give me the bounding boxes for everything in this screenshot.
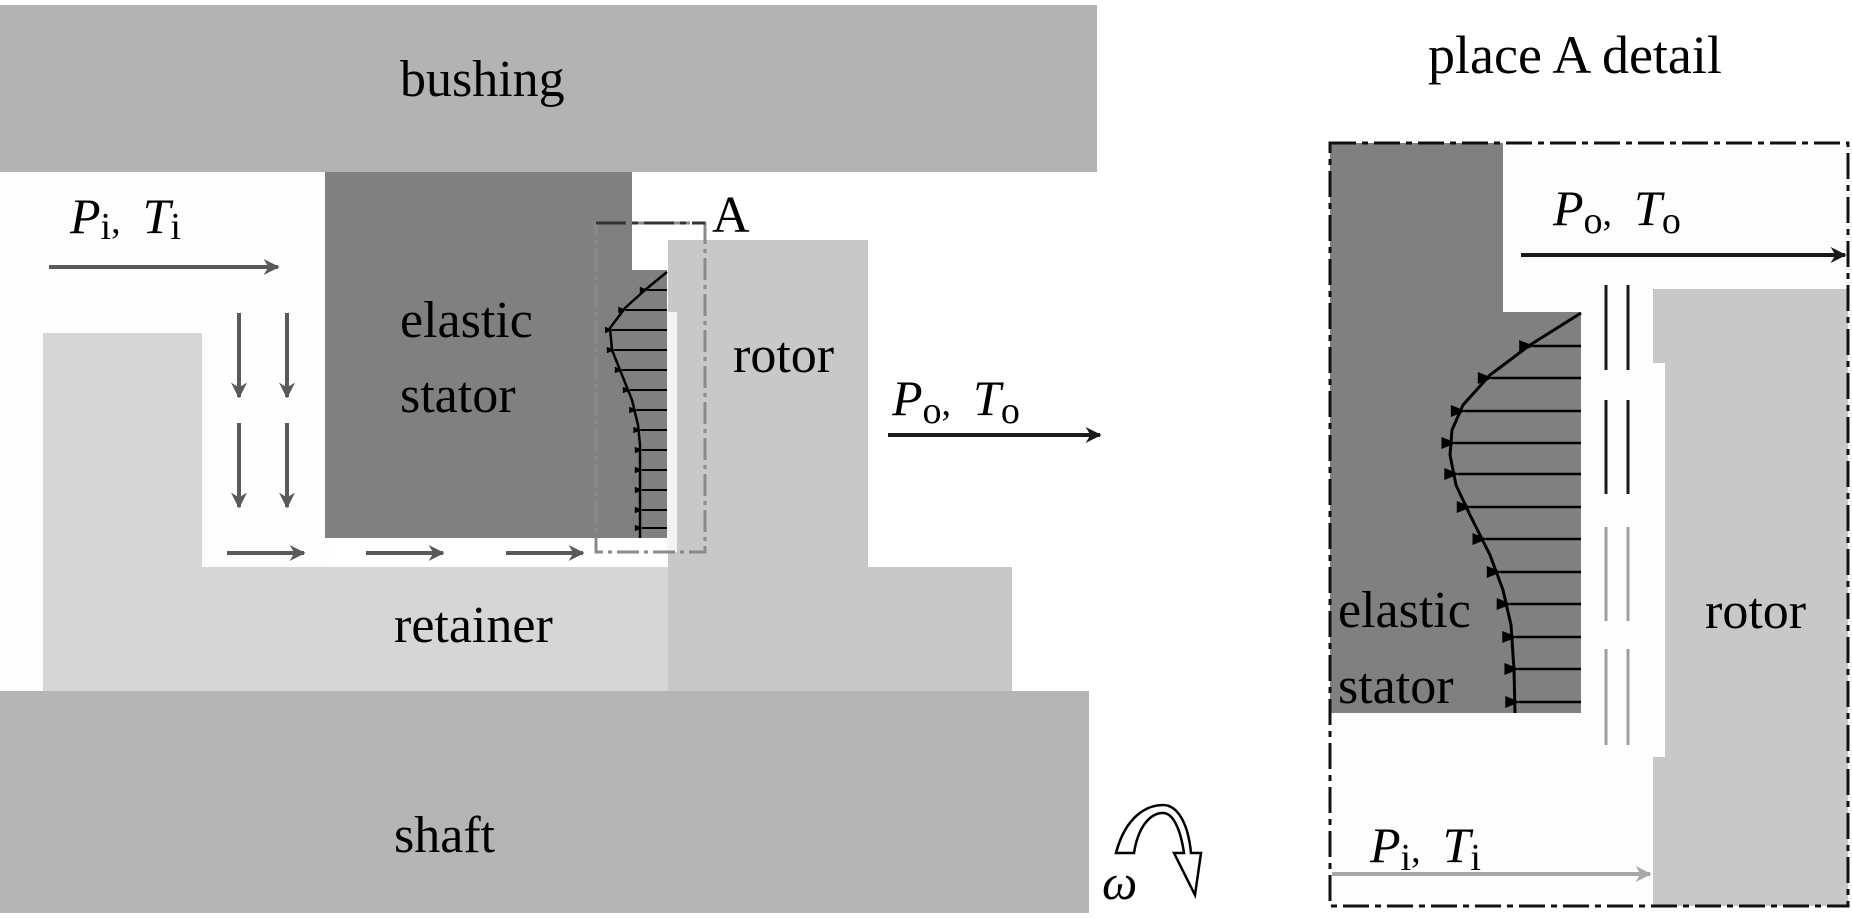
shaft-label: shaft [394, 807, 496, 864]
detail-elastic-stator [1330, 143, 1581, 713]
gap-lines [1604, 285, 1630, 745]
shaft [0, 691, 1089, 913]
main-view: bushing shaft retainer rotor elastic sta… [0, 5, 1203, 913]
rotor-label: rotor [733, 327, 834, 384]
pressure-distribution-icon [604, 271, 668, 538]
detail-pressure-distribution-icon [1441, 311, 1582, 714]
detail-a-marker: A [712, 187, 750, 244]
bushing [0, 5, 1097, 172]
detail-stator-label-line1: elastic [1338, 582, 1471, 639]
rotation-omega: ω [1102, 854, 1137, 910]
rotation-arrow-icon [1114, 803, 1203, 900]
inlet-label: Pi,Ti [69, 188, 181, 248]
bushing-label: bushing [400, 51, 565, 108]
detail-rotor [1653, 289, 1848, 906]
stator-label-line2: stator [400, 367, 516, 424]
seal-gap [667, 312, 677, 552]
stator-label-line1: elastic [400, 292, 533, 349]
outlet-label: Po,To [891, 370, 1020, 432]
detail-frame [1328, 141, 1850, 908]
detail-rotor-label: rotor [1705, 583, 1806, 640]
detail-outlet-label: Po,To [1552, 180, 1681, 242]
detail-title: place A detail [1428, 25, 1722, 85]
elastic-stator [325, 172, 667, 538]
detail-inlet-label: Pi,Ti [1369, 817, 1481, 879]
retainer-label: retainer [394, 597, 553, 654]
down-flow-arrows [231, 313, 295, 509]
pressure-curve [608, 271, 668, 538]
rotor [668, 240, 1012, 691]
detail-stator-label-line2: stator [1338, 658, 1454, 715]
retainer [43, 333, 668, 691]
detail-view: place A detail rotor elastic stator Po,T… [1328, 25, 1850, 908]
